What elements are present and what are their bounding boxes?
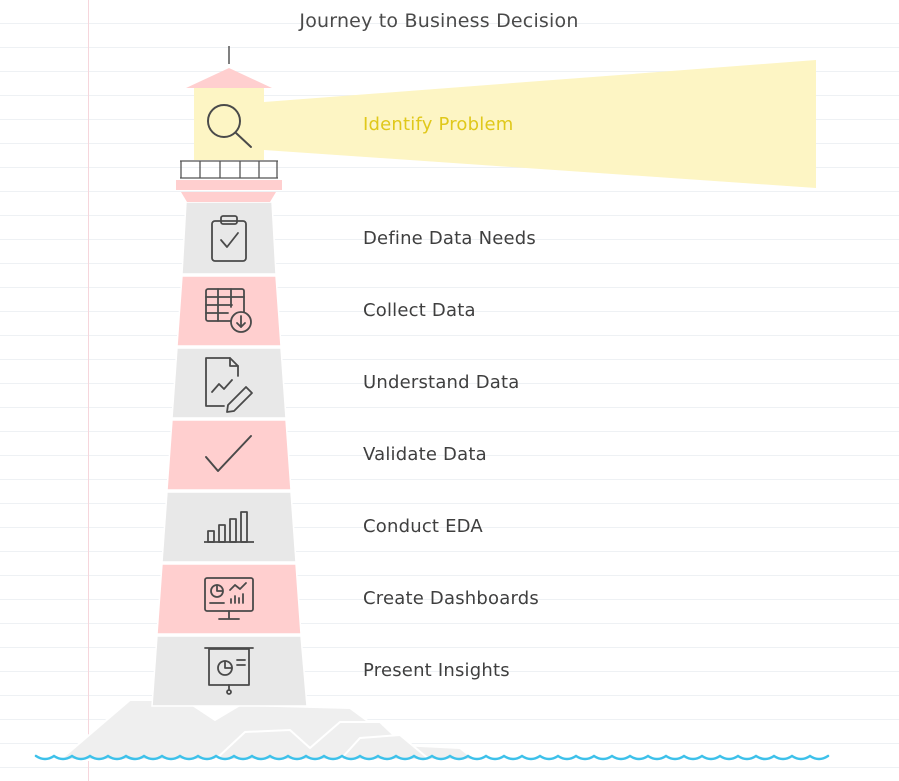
- gallery-railing: [180, 160, 278, 179]
- lantern-roof: [186, 68, 272, 88]
- lighthouse-top: [176, 46, 816, 202]
- rocks: [57, 699, 478, 761]
- tower-collar: [181, 192, 276, 202]
- gallery-deck: [176, 180, 282, 190]
- bar-chart-icon: [204, 511, 254, 543]
- table-download-icon: [205, 288, 252, 333]
- lantern-room: [194, 88, 264, 160]
- step-label-validate-data: Validate Data: [363, 444, 487, 465]
- light-beam: [264, 60, 816, 188]
- monitor-dashboard-icon: [204, 577, 254, 620]
- step-label-define-data-needs: Define Data Needs: [363, 228, 536, 249]
- step-label-conduct-eda: Conduct EDA: [363, 516, 483, 537]
- checkmark-icon: [205, 435, 252, 472]
- diagram-title: Journey to Business Decision: [299, 10, 579, 32]
- band-1: [181, 201, 277, 275]
- water-waves: [34, 754, 830, 761]
- step-label-understand-data: Understand Data: [363, 372, 520, 393]
- clipboard-check-icon: [211, 215, 247, 262]
- band-6: [156, 563, 302, 635]
- notebook-margin-line: [88, 0, 89, 781]
- band-4: [166, 419, 292, 491]
- band-7: [151, 635, 308, 707]
- step-label-present-insights: Present Insights: [363, 660, 510, 681]
- step-label-collect-data: Collect Data: [363, 300, 476, 321]
- band-5: [161, 491, 297, 563]
- band-2: [176, 275, 282, 347]
- lighthouse-tower: [151, 201, 308, 707]
- presentation-board-icon: [204, 647, 254, 695]
- magnifier-icon: [207, 104, 252, 148]
- step-label-create-dashboards: Create Dashboards: [363, 588, 539, 609]
- document-chart-edit-icon: [205, 357, 253, 413]
- step-label-identify-problem: Identify Problem: [363, 114, 514, 135]
